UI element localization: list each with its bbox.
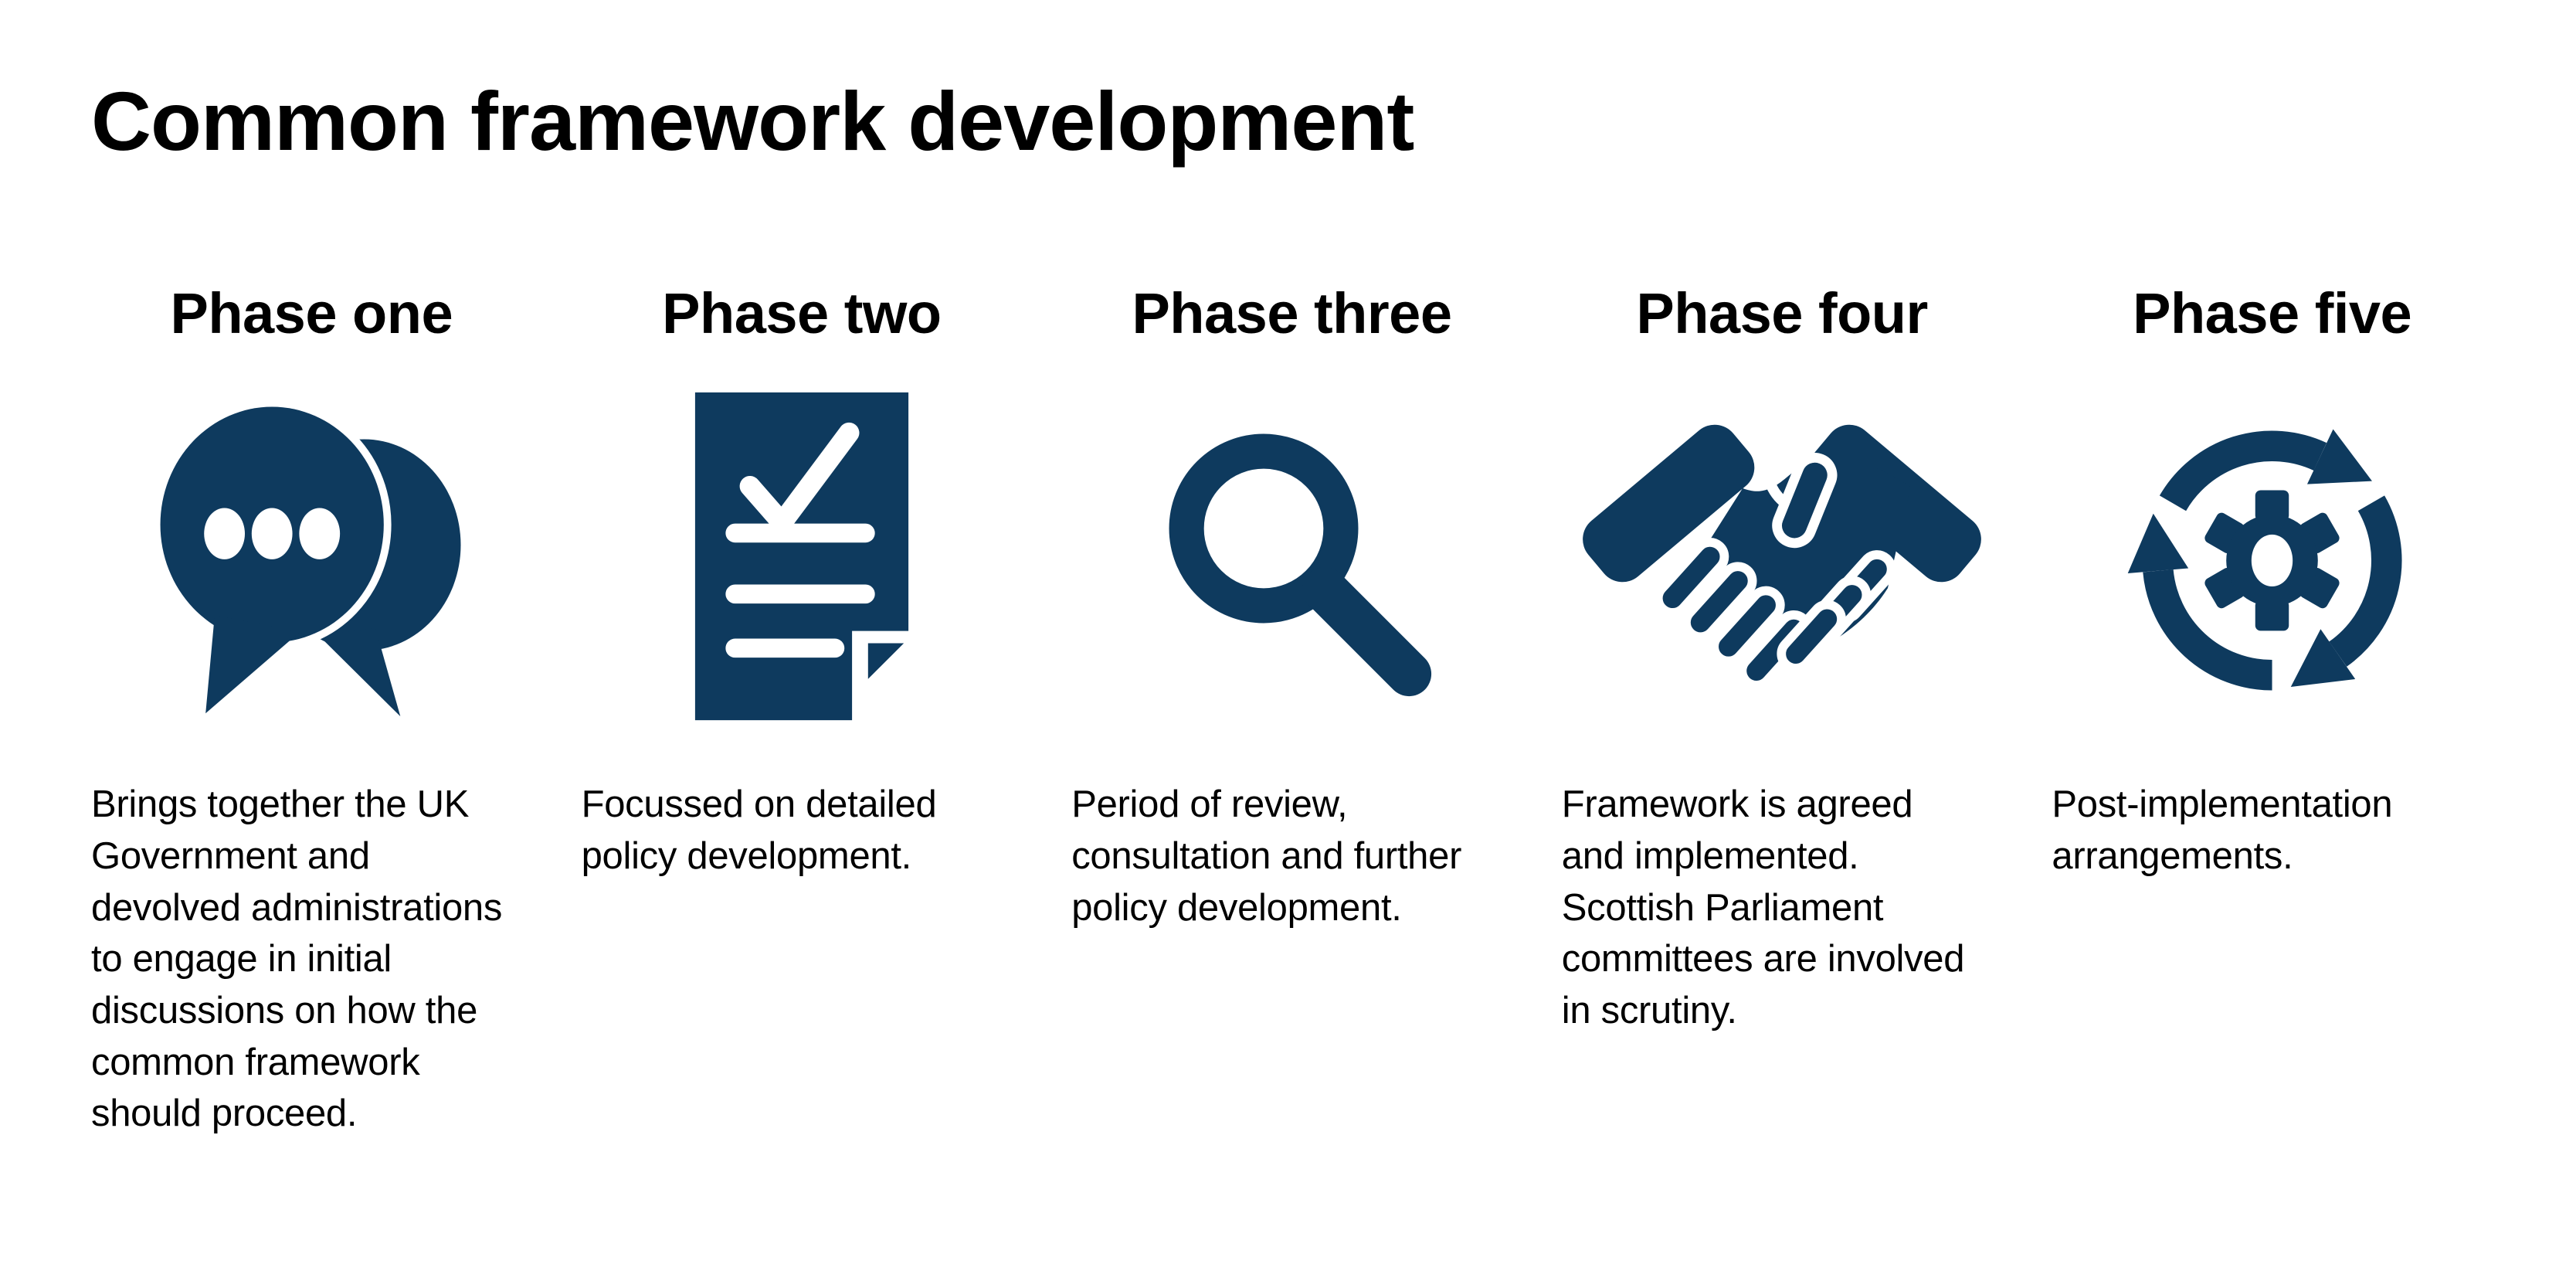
phase-column-two: Phase two Focussed on detailed policy de… <box>582 280 1023 1140</box>
phase-description: Period of review, consultation and furth… <box>1071 783 1462 929</box>
magnifying-glass-icon <box>1169 433 1432 696</box>
phase-heading: Phase one <box>170 280 453 345</box>
icon-area <box>91 379 532 734</box>
phase-column-four: Phase four <box>1562 280 2003 1140</box>
phase-heading: Phase four <box>1636 280 1928 345</box>
phase-heading: Phase five <box>2133 280 2412 345</box>
icon-area <box>2052 379 2493 734</box>
phase-description: Post-implementation arrangements. <box>2052 783 2393 878</box>
handshake-icon <box>1583 425 1981 691</box>
icon-area <box>582 379 1023 734</box>
phase-column-one: Phase one Brings together the UK Gove <box>91 280 532 1140</box>
speech-bubbles-icon <box>153 399 461 722</box>
page-title: Common framework development <box>91 74 1414 168</box>
infographic: Common framework development Phase one <box>91 74 2576 1140</box>
phase-description: Focussed on detailed policy development. <box>581 783 937 878</box>
phase-description: Framework is agreed and implemented. Sco… <box>1561 783 1965 1031</box>
phase-description: Brings together the UK Government and de… <box>91 783 503 1135</box>
phase-columns: Phase one Brings together the UK Gove <box>91 280 2493 1140</box>
phase-heading: Phase three <box>1132 280 1452 345</box>
icon-area <box>1071 379 1512 734</box>
phase-heading: Phase two <box>662 280 942 345</box>
cycle-gear-icon <box>2108 429 2436 725</box>
document-check-icon <box>694 393 908 721</box>
icon-area <box>1562 379 2003 734</box>
phase-column-five: Phase five <box>2052 280 2493 1140</box>
phase-column-three: Phase three Period of review, consultati… <box>1071 280 1512 1140</box>
